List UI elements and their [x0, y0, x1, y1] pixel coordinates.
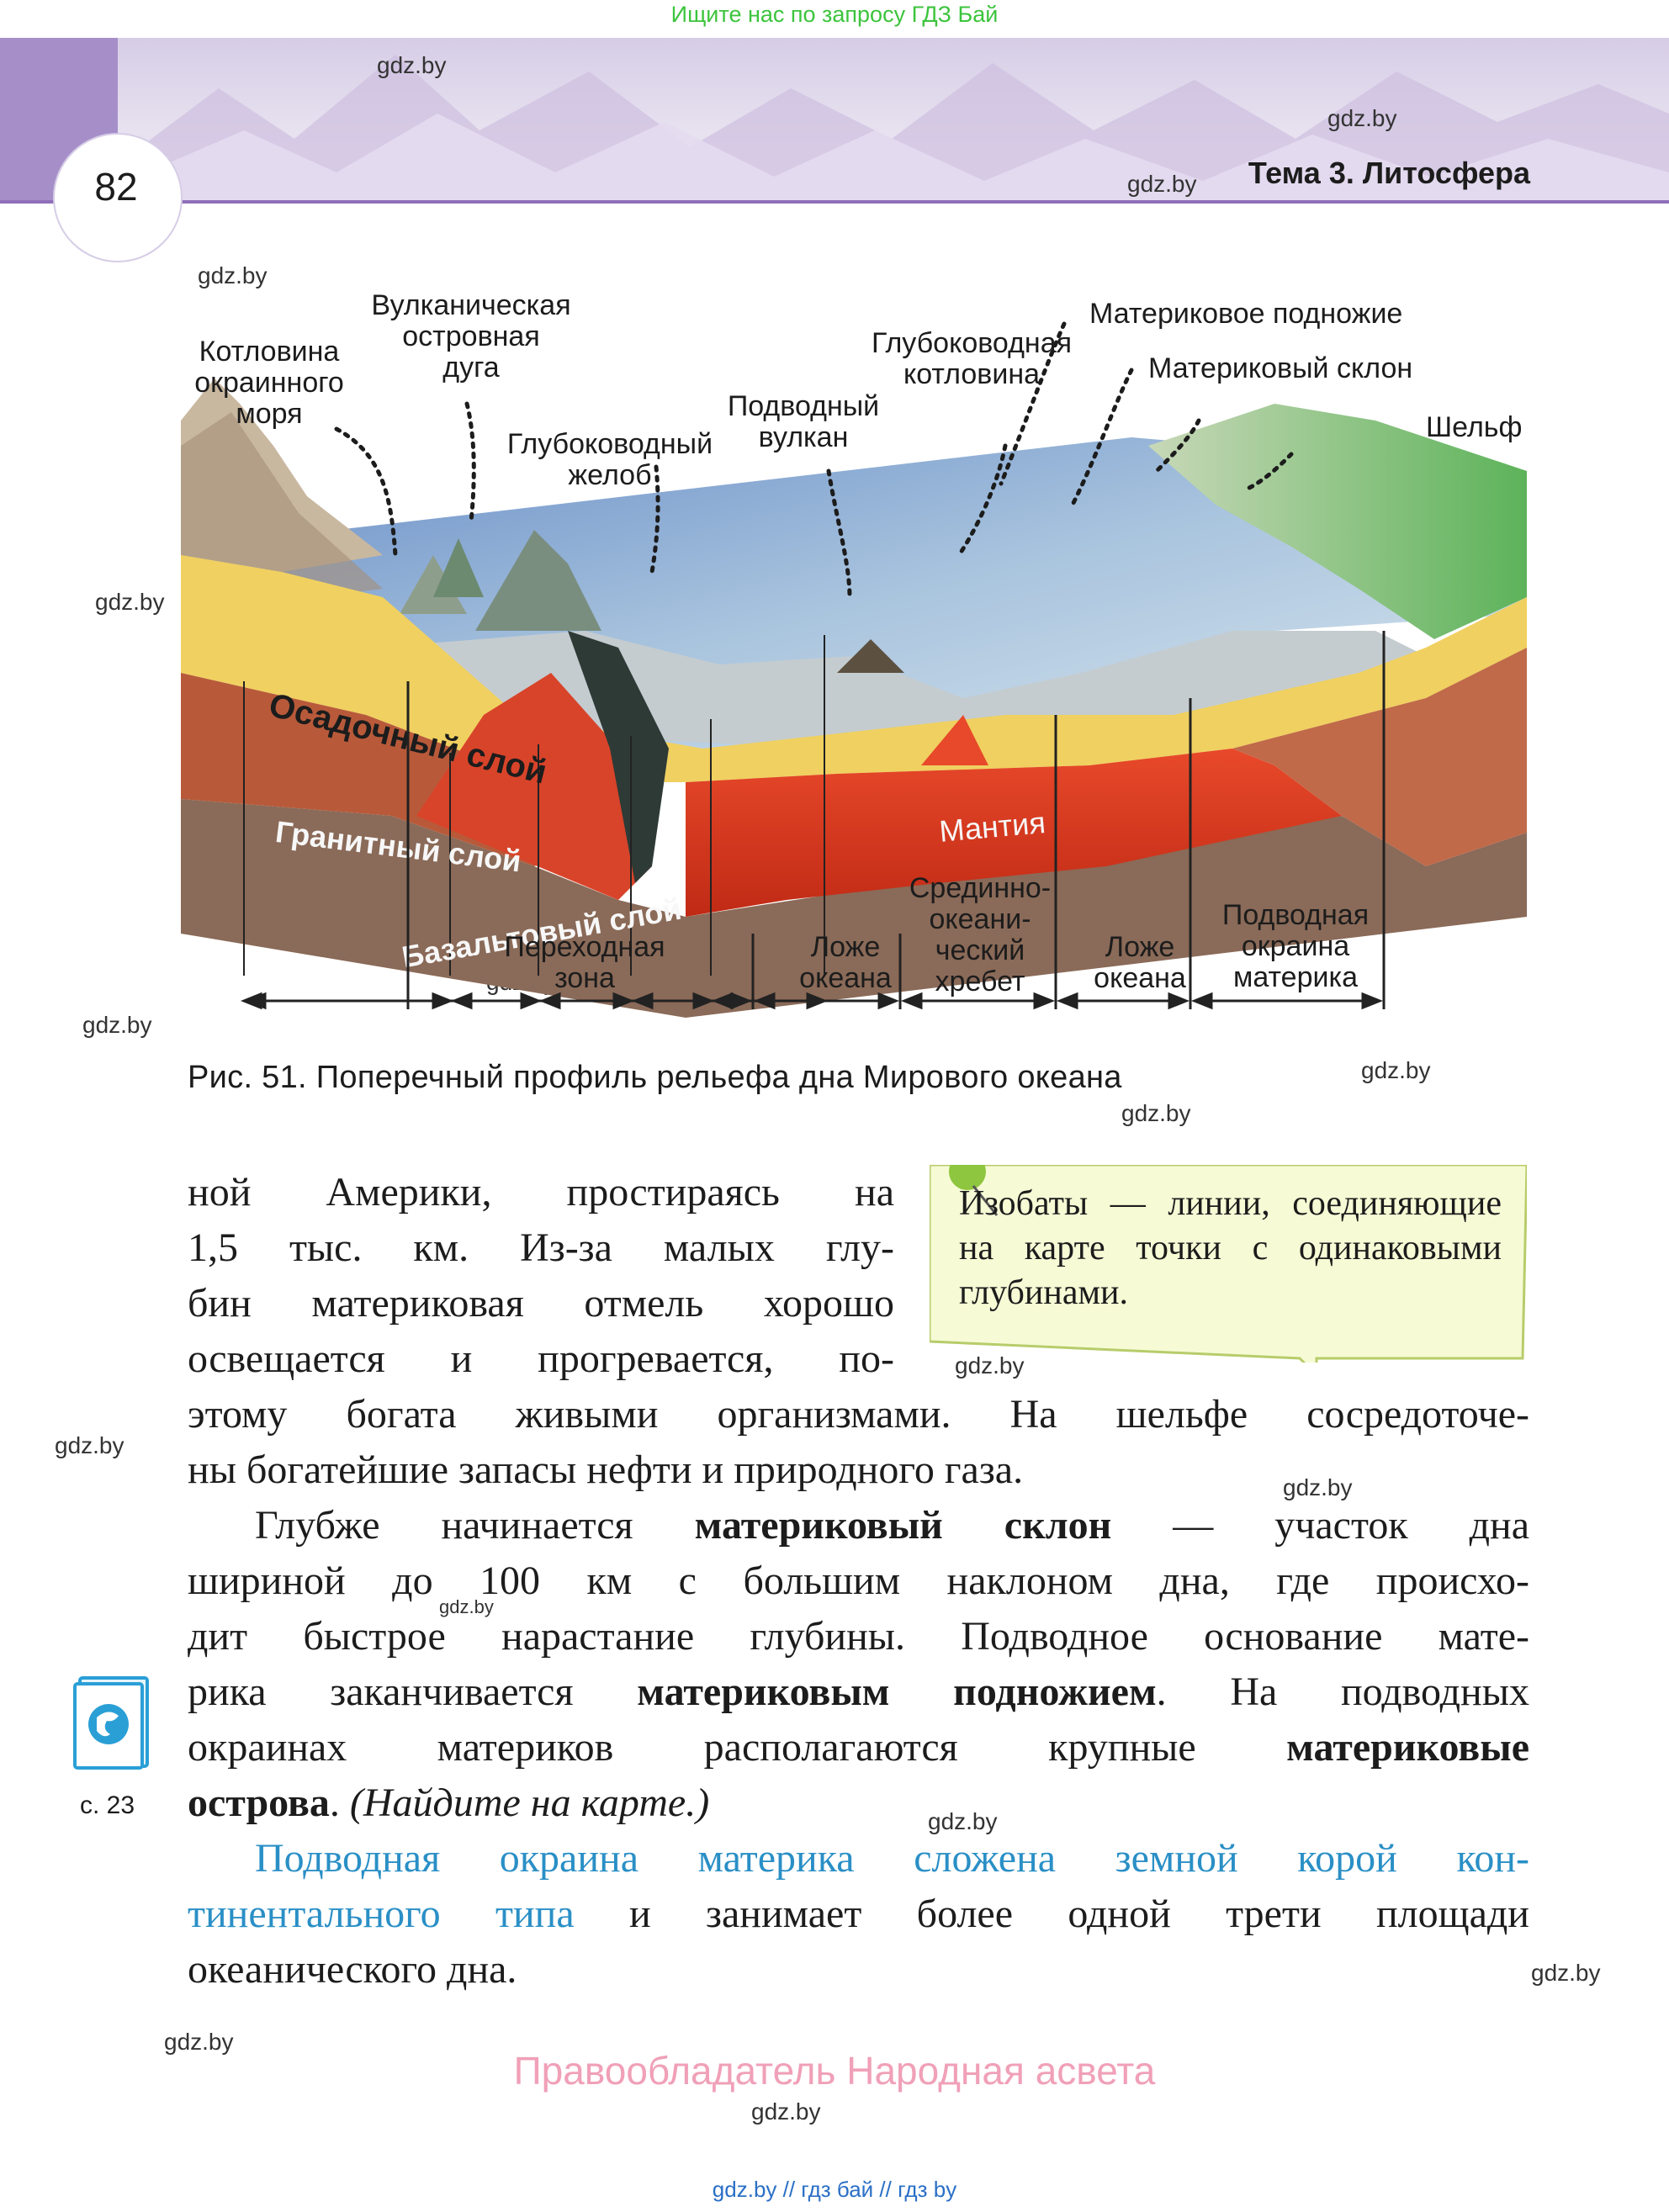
header-rule	[0, 200, 1669, 204]
label-mid-ocean-ridge: Срединно- океани- ческий хребет	[909, 872, 1052, 998]
text-line: этому богата живыми организмами. На шель…	[188, 1392, 1529, 1437]
watermark: gdz.by	[439, 1596, 494, 1617]
text-line: рика заканчивается материковым подножием…	[188, 1670, 1529, 1714]
copyright-notice: Правообладатель Народная асвета	[513, 2049, 1156, 2093]
watermark: gdz.by	[164, 2029, 234, 2055]
watermark: gdz.by	[955, 1352, 1025, 1379]
text-line: ной Америки, простираясь на	[188, 1170, 894, 1214]
text-line: окраинах материков располагаются крупные…	[188, 1725, 1529, 1770]
top-search-hint[interactable]: Ищите нас по запросу ГДЗ Бай	[670, 2, 999, 27]
label-deep-sea-trench: Глубоководный желоб	[506, 428, 713, 491]
text-line: ны богатейшие запасы нефти и природного …	[188, 1447, 1024, 1492]
label-shelf: Шельф	[1426, 411, 1523, 443]
watermark: gdz.by	[1531, 1960, 1601, 1986]
text-line: острова. (Найдите на карте.)	[188, 1781, 710, 1825]
text-line: освещается и прогревается, по-	[188, 1336, 894, 1381]
atlas-page-reference[interactable]: с. 23	[80, 1791, 135, 1819]
watermark: gdz.by	[1283, 1474, 1353, 1500]
label-abyssal-basin: Глубоководная котловина	[871, 327, 1073, 390]
header-band	[118, 38, 1669, 202]
watermark: gdz.by	[198, 262, 268, 288]
watermark: gdz.by	[95, 589, 165, 615]
label-ocean-bed-2: Ложе океана	[1094, 931, 1186, 994]
page-number: 82	[94, 165, 138, 209]
watermark: gdz.by	[928, 1808, 998, 1834]
label-continental-rise: Материковое подножие	[1089, 298, 1403, 330]
ocean-floor-profile-figure: Котловина окраинного моря Вулканическая …	[181, 278, 1544, 1018]
watermark: gdz.by	[751, 2098, 821, 2125]
bottom-links[interactable]: gdz.by // гдз бай // гдз by	[712, 2177, 957, 2202]
watermark: gdz.by	[1127, 171, 1197, 197]
definition-note-box	[930, 1165, 1527, 1363]
text-line: дит быстрое нарастание глубины. Подводно…	[188, 1614, 1529, 1659]
label-transition-zone: Переходная зона	[504, 931, 665, 994]
watermark: gdz.by	[1121, 1100, 1191, 1126]
figure-caption: Рис. 51. Поперечный профиль рельефа дна …	[188, 1060, 1122, 1095]
watermark: gdz.by	[1327, 105, 1397, 131]
watermark: gdz.by	[377, 52, 447, 78]
text-line: океанического дна.	[188, 1947, 517, 1992]
label-continental-slope: Материковый склон	[1148, 352, 1413, 384]
text-line: тинентального типа и занимает более одно…	[188, 1892, 1529, 1936]
text-line: шириной до 100 км с большим наклоном дна…	[188, 1558, 1529, 1603]
watermark: gdz.by	[1361, 1057, 1431, 1083]
topic-title: Тема 3. Литосфера	[1248, 156, 1530, 190]
watermark: gdz.by	[82, 1012, 152, 1038]
label-continental-margin: Подводная окраина материка	[1221, 899, 1370, 993]
mountains-background	[118, 55, 1669, 202]
text-line: 1,5 тыс. км. Из-за малых глу-	[188, 1225, 894, 1270]
watermark: gdz.by	[55, 1432, 125, 1458]
label-volcanic-island-arc: Вулканическая островная дуга	[371, 289, 571, 384]
text-line: Глубже начинается материковый склон — уч…	[255, 1503, 1530, 1548]
label-underwater-volcano: Подводный вулкан	[727, 390, 880, 453]
pin-icon	[949, 1165, 986, 1190]
atlas-book-icon	[73, 1676, 149, 1770]
page-number-badge	[53, 133, 183, 262]
label-ocean-bed-1: Ложе океана	[799, 931, 892, 994]
text-line: бин материковая отмель хорошо	[188, 1281, 894, 1326]
isobath-definition: Изобаты — линии, соединяющие на карте то…	[959, 1184, 1502, 1312]
text-line: Подводная окраина материка сложена земно…	[255, 1836, 1529, 1881]
label-marginal-sea-basin: Котловина окраинного моря	[194, 336, 344, 430]
